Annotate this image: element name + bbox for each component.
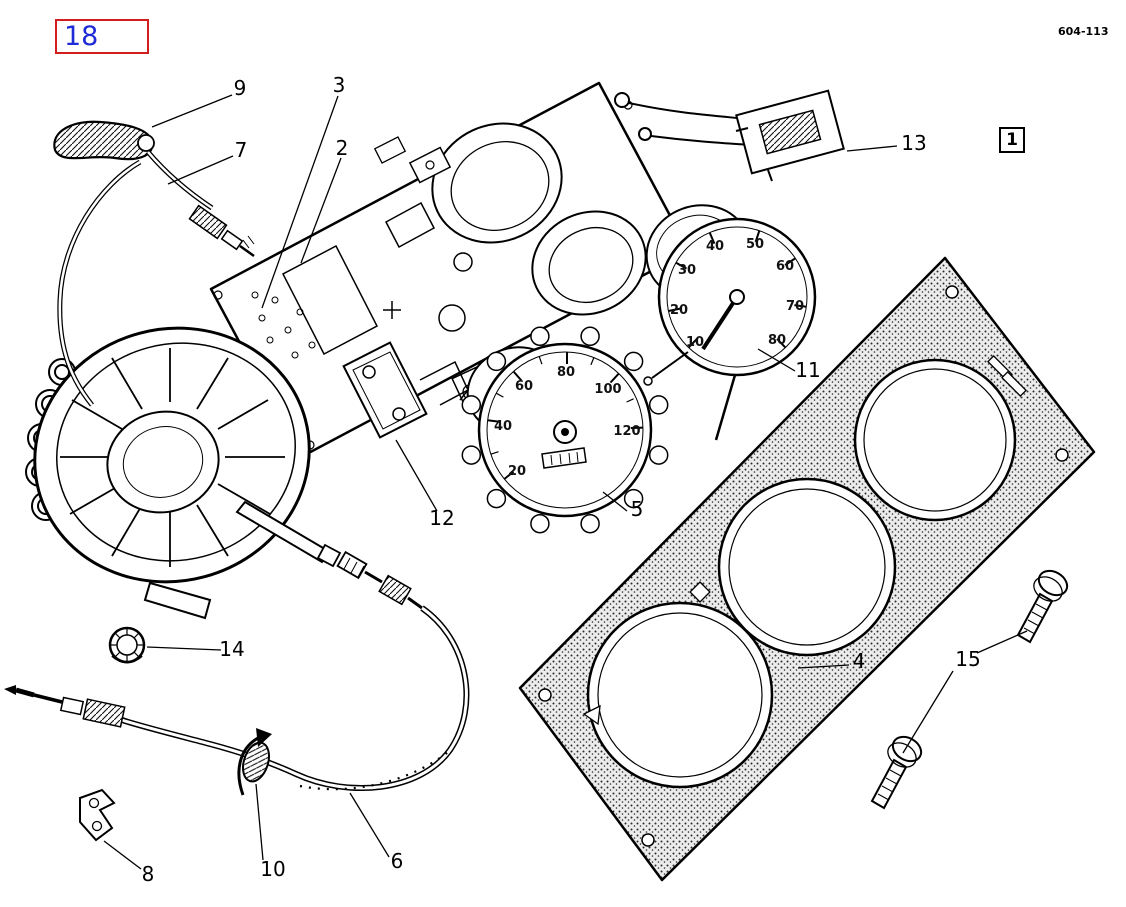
retaining-bracket-8 (79, 788, 116, 842)
counter-number-30: 30 (678, 263, 696, 278)
gauge-5-speedometer: 20 40 60 80 100 120 (461, 326, 669, 534)
callout-3: 3 (332, 73, 346, 97)
speedo-number-80: 80 (557, 365, 575, 380)
bezel-hole-1 (586, 601, 774, 789)
bezel-hole-3 (853, 358, 1017, 522)
leader-lines (103, 94, 1028, 870)
gauge-11-instrument: 10 20 30 40 50 60 70 80 (643, 204, 817, 441)
callout-15: 15 (955, 647, 981, 671)
connector-13 (735, 89, 845, 182)
callout-14: 14 (219, 637, 245, 661)
bulb-bracket-12 (342, 341, 469, 439)
speedo-number-20: 20 (508, 464, 526, 479)
screws-15 (870, 569, 1069, 810)
instrument-housing-rear (25, 326, 383, 620)
callout-12: 12 (429, 506, 455, 530)
counter-number-60: 60 (776, 259, 794, 274)
page-number: 18 (55, 19, 149, 54)
callout-10: 10 (260, 857, 286, 881)
counter-number-20: 20 (670, 303, 688, 318)
counter-number-40: 40 (706, 239, 724, 254)
callout-8: 8 (141, 862, 155, 886)
bezel-plate-4 (518, 256, 1096, 882)
counter-number-10: 10 (686, 335, 704, 350)
callout-9: 9 (233, 76, 247, 100)
speedometer-cable-6 (4, 574, 470, 791)
speedo-number-40: 40 (494, 419, 512, 434)
knurled-cap-14 (108, 626, 146, 664)
speedo-number-60: 60 (515, 379, 533, 394)
callout-13: 13 (901, 131, 927, 155)
speedo-number-100: 100 (594, 382, 621, 397)
bezel-hole-2 (717, 477, 897, 657)
registration-cross-icon (383, 301, 401, 319)
assembly-callout-box: 1 (999, 127, 1025, 153)
callout-2: 2 (335, 136, 349, 160)
callout-7: 7 (234, 138, 248, 162)
callout-5: 5 (630, 497, 644, 521)
cable-grommet-9 (53, 120, 155, 161)
speedo-number-120: 120 (613, 424, 640, 439)
doc-code: 604-113 (1058, 25, 1109, 38)
callout-11: 11 (795, 358, 821, 382)
counter-number-80: 80 (768, 333, 786, 348)
cable-clamp-10 (237, 728, 272, 796)
counter-number-50: 50 (746, 237, 764, 252)
cluster-frame (209, 81, 753, 459)
counter-number-70: 70 (786, 299, 804, 314)
callout-4: 4 (852, 649, 866, 673)
callout-6: 6 (390, 849, 404, 873)
